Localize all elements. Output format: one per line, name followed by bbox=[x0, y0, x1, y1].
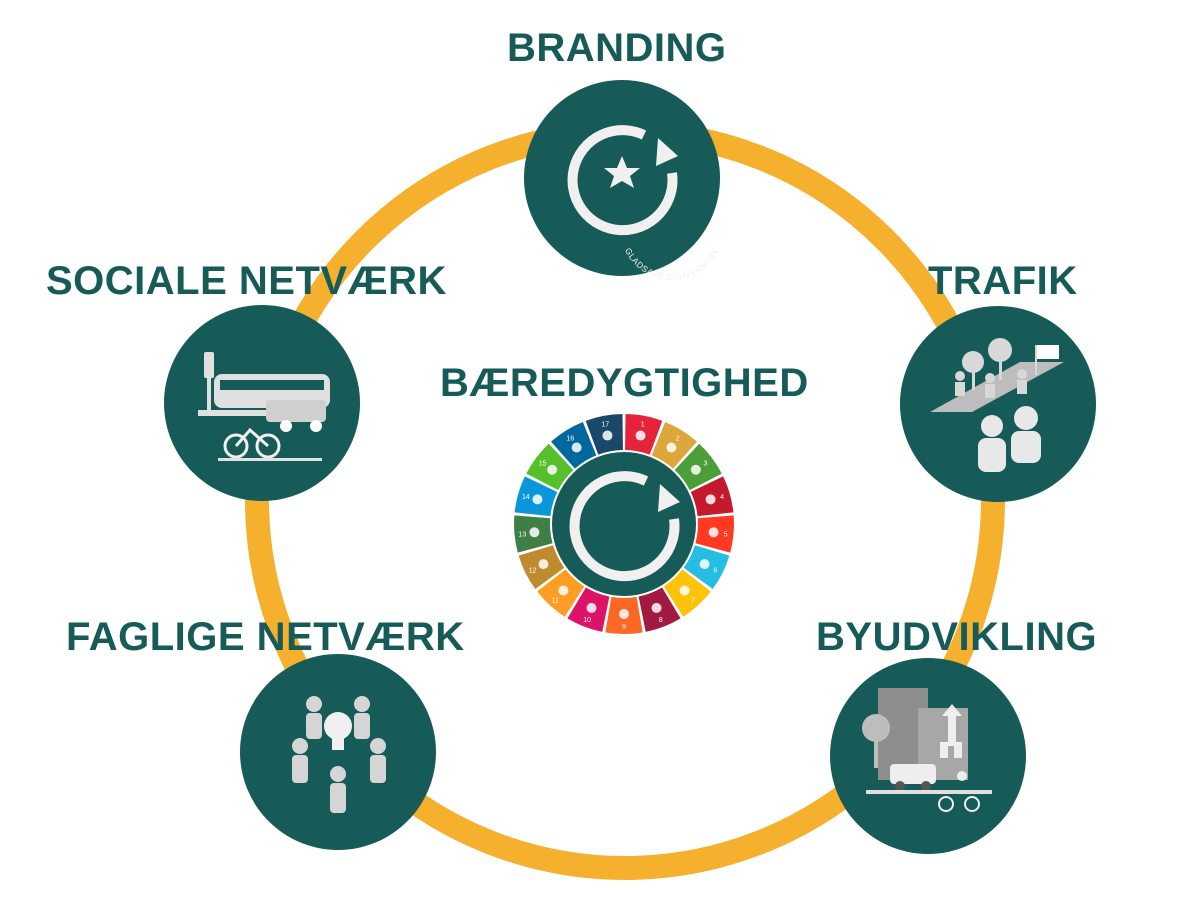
sdg-segment-number: 2 bbox=[676, 435, 680, 442]
sdg-segment-number: 11 bbox=[552, 597, 559, 604]
sdg-goal-icon bbox=[586, 602, 597, 613]
sdg-goal-icon bbox=[529, 527, 540, 538]
sdg-goal-icon bbox=[635, 430, 646, 441]
sdg-segment-number: 10 bbox=[583, 617, 591, 624]
node-faglige[interactable] bbox=[240, 654, 436, 850]
sdg-goal-icon bbox=[699, 559, 710, 570]
node-branding[interactable]: GLADSAXE ERHVERVSBY bbox=[524, 80, 721, 282]
sdg-segment-number: 4 bbox=[720, 494, 724, 501]
sdg-goal-icon bbox=[690, 464, 701, 475]
label-baeredygtighed: BÆREDYGTIGHED bbox=[440, 361, 809, 405]
node-trafik[interactable] bbox=[900, 306, 1096, 502]
label-byudvikling: BYUDVIKLING bbox=[816, 615, 1098, 659]
sdg-segment-number: 16 bbox=[566, 435, 574, 442]
sdg-segment-number: 12 bbox=[529, 567, 537, 574]
label-branding: BRANDING bbox=[507, 26, 727, 70]
sdg-goal-icon bbox=[651, 602, 662, 613]
sdg-segment-number: 13 bbox=[519, 531, 527, 538]
sdg-goal-icon bbox=[679, 585, 690, 596]
node-sociale[interactable] bbox=[164, 305, 360, 501]
node-byudvikling[interactable] bbox=[830, 658, 1026, 854]
label-sociale-netvaerk: SOCIALE NETVÆRK bbox=[46, 259, 447, 303]
sdg-goal-icon bbox=[547, 464, 558, 475]
pedestrians-icon bbox=[930, 338, 1064, 472]
center-logo-icon bbox=[569, 471, 680, 582]
label-trafik: TRAFIK bbox=[928, 259, 1078, 303]
transport-icon bbox=[198, 352, 330, 461]
sdg-segment-number: 3 bbox=[703, 461, 707, 468]
sdg-segment-number: 6 bbox=[713, 567, 717, 574]
sdg-goal-icon bbox=[571, 442, 582, 453]
sdg-segment-number: 9 bbox=[622, 624, 626, 631]
sdg-segment-number: 1 bbox=[641, 422, 645, 429]
sdg-goal-icon bbox=[538, 559, 549, 570]
sdg-segment-number: 8 bbox=[659, 617, 663, 624]
sdg-goal-icon bbox=[705, 494, 716, 505]
sdg-goal-icon bbox=[619, 609, 629, 619]
city-icon bbox=[862, 688, 992, 812]
sdg-goal-icon bbox=[532, 494, 543, 505]
people-idea-icon bbox=[292, 696, 386, 813]
sdg-segment-number: 15 bbox=[539, 461, 547, 468]
sdg-segment-number: 5 bbox=[724, 531, 728, 538]
label-faglige-netvaerk: FAGLIGE NETVÆRK bbox=[66, 615, 465, 659]
sdg-segment-number: 17 bbox=[601, 422, 609, 429]
sdg-goal-icon bbox=[558, 585, 569, 596]
sdg-goal-icon bbox=[708, 527, 719, 538]
sdg-segment-number: 14 bbox=[522, 494, 530, 501]
sdg-segment-number: 7 bbox=[691, 597, 695, 604]
sdg-goal-icon bbox=[666, 442, 677, 453]
sdg-goal-icon bbox=[602, 430, 613, 441]
